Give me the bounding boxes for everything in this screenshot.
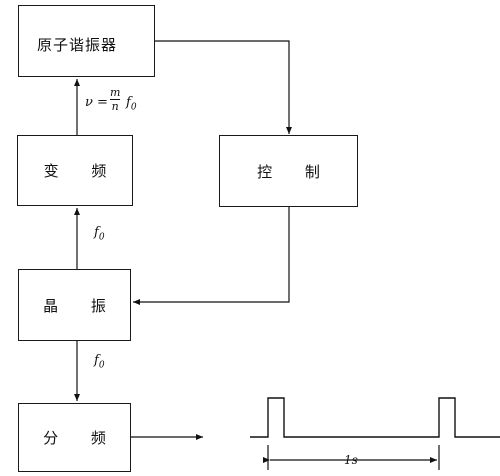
atomic-resonator-block: 原子谐振器 [18, 5, 155, 77]
formula-denominator: n [111, 100, 119, 113]
f0-upper-subscript: 0 [98, 232, 105, 243]
frequency-formula-lhs: ν = [85, 96, 108, 109]
formula-equals: = [97, 95, 108, 110]
atomic-resonator-label: 原子谐振器 [37, 36, 118, 54]
formula-factor-symbol: f [126, 95, 131, 110]
crystal-oscillator-block: 晶 振 [18, 269, 131, 341]
crystal-oscillator-label: 晶 振 [43, 296, 120, 315]
atomic-to-control-line [155, 40, 292, 134]
formula-fraction: m n [110, 87, 120, 112]
formula-nu: ν [85, 95, 93, 110]
formula-factor-subscript: 0 [130, 102, 137, 113]
f0-label-lower: f0 [94, 354, 105, 371]
control-to-crystal-line [133, 207, 290, 305]
frequency-multiplier-label: 变 频 [43, 162, 121, 180]
pulse-train-waveform [250, 397, 500, 438]
frequency-multiplier-block: 变 频 [17, 135, 133, 206]
frequency-divider-block: 分 频 [18, 403, 131, 472]
control-block: 控 制 [219, 135, 358, 207]
period-label: 1s [344, 453, 358, 467]
control-label: 控 制 [257, 162, 334, 181]
frequency-divider-label: 分 频 [43, 429, 120, 447]
f0-upper-symbol: f [94, 225, 99, 240]
f0-label-upper: f0 [94, 226, 105, 243]
formula-factor: f0 [126, 96, 137, 113]
formula-numerator: m [110, 86, 121, 99]
f0-lower-subscript: 0 [98, 360, 105, 371]
f0-lower-symbol: f [94, 353, 99, 368]
formula-fraction-bar [110, 99, 121, 100]
